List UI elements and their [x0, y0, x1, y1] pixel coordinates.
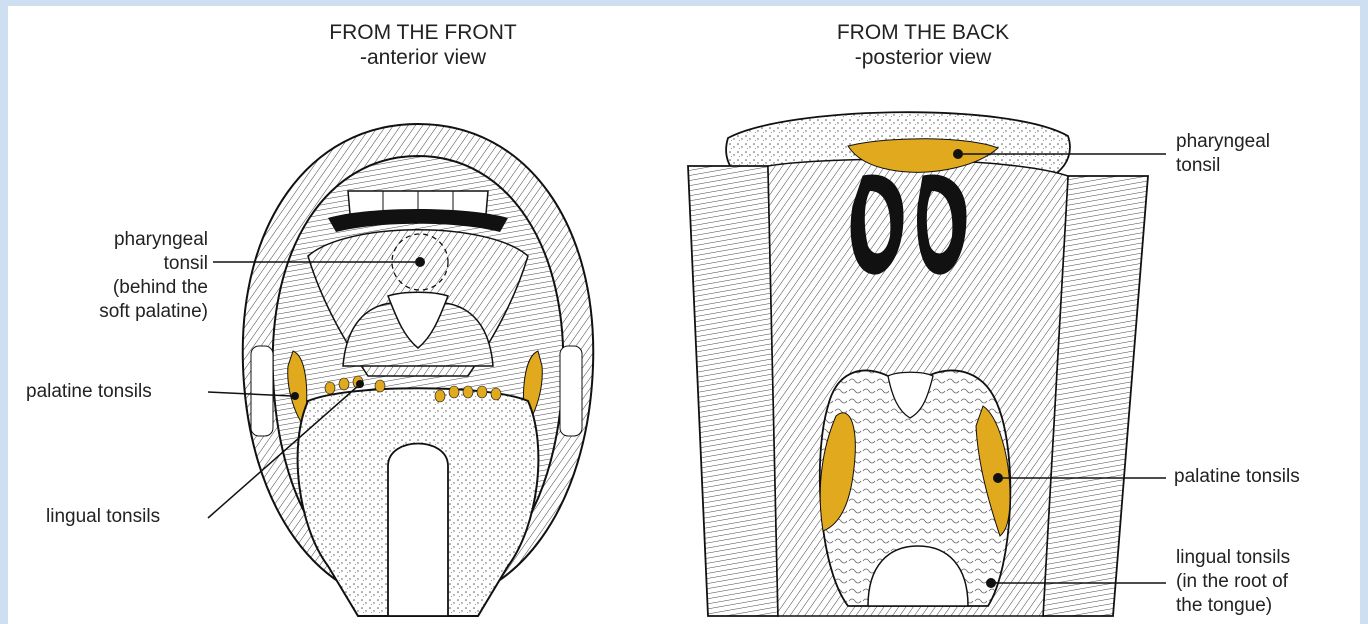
- label-line: lingual tonsils: [1176, 546, 1290, 570]
- label-anterior-palatine-tonsils: palatine tonsils: [26, 381, 152, 403]
- label-anterior-pharyngeal-tonsil: pharyngeal tonsil (behind the soft palat…: [48, 228, 208, 324]
- label-anterior-lingual-tonsils: lingual tonsils: [46, 506, 160, 528]
- label-line: (in the root of: [1176, 570, 1290, 594]
- diagram-panel: FROM THE FRONT -anterior view FROM THE B…: [8, 6, 1360, 624]
- label-line: pharyngeal: [1176, 130, 1270, 154]
- label-posterior-pharyngeal-tonsil: pharyngeal tonsil: [1176, 130, 1270, 178]
- label-line: pharyngeal: [48, 228, 208, 252]
- label-line: tonsil: [1176, 154, 1270, 178]
- label-line: (behind the: [48, 276, 208, 300]
- label-line: soft palatine): [48, 300, 208, 324]
- label-posterior-lingual-tonsils: lingual tonsils (in the root of the tong…: [1176, 546, 1290, 618]
- label-line: the tongue): [1176, 594, 1290, 618]
- illustration: [8, 6, 1360, 624]
- anterior-mouth: [243, 124, 594, 616]
- label-posterior-palatine-tonsils: palatine tonsils: [1174, 466, 1300, 488]
- posterior-throat: [688, 112, 1148, 616]
- label-line: tonsil: [48, 252, 208, 276]
